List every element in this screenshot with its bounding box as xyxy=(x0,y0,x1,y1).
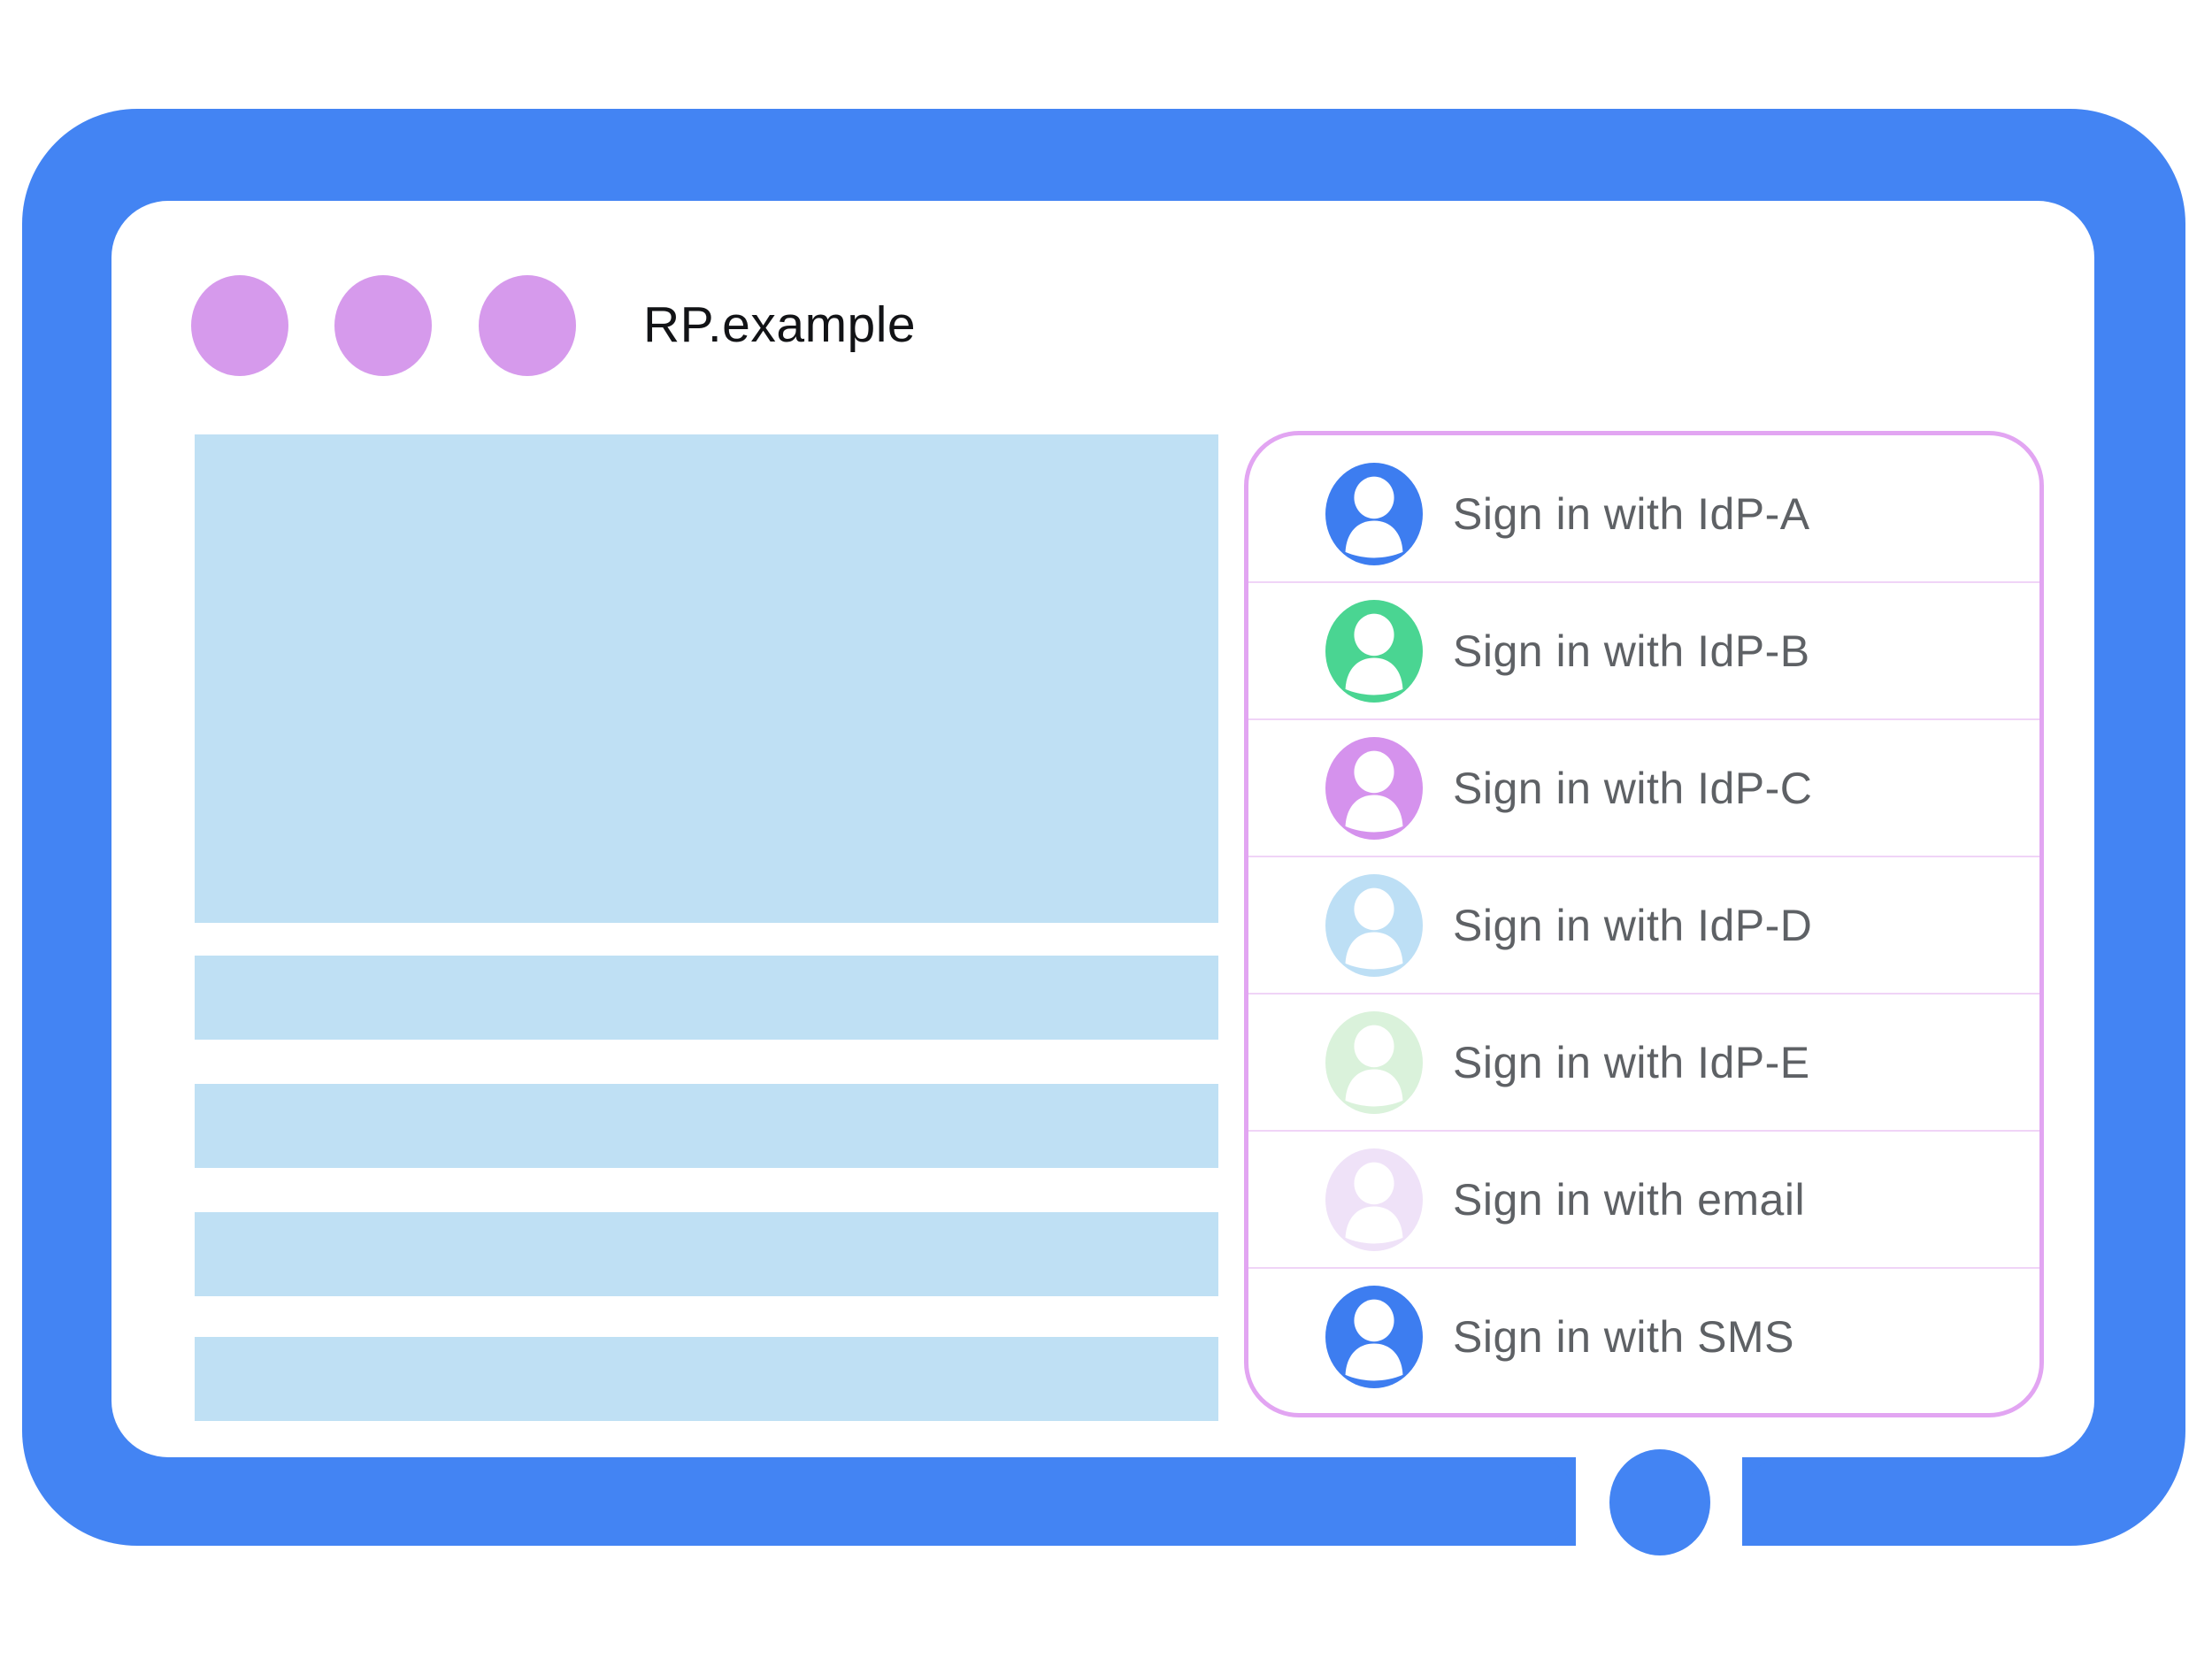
signin-option-email[interactable]: Sign in with email xyxy=(1248,1130,2039,1267)
signin-option-idp-a[interactable]: Sign in with IdP-A xyxy=(1248,446,2039,581)
home-button-dot xyxy=(1609,1449,1710,1555)
signin-option-label: Sign in with email xyxy=(1453,1174,1806,1225)
signin-option-label: Sign in with IdP-B xyxy=(1453,626,1810,676)
person-icon xyxy=(1325,599,1423,703)
person-icon xyxy=(1325,1148,1423,1251)
person-icon xyxy=(1325,1285,1423,1388)
window-control-dot[interactable] xyxy=(479,275,576,376)
content-placeholder-bar xyxy=(195,956,1218,1040)
signin-option-sms[interactable]: Sign in with SMS xyxy=(1248,1267,2039,1404)
signin-option-idp-d[interactable]: Sign in with IdP-D xyxy=(1248,856,2039,993)
content-placeholder-bar xyxy=(195,1084,1218,1168)
person-icon xyxy=(1325,462,1423,565)
signin-option-idp-c[interactable]: Sign in with IdP-C xyxy=(1248,718,2039,856)
signin-option-label: Sign in with IdP-C xyxy=(1453,763,1813,813)
page-title: RP.example xyxy=(643,296,917,353)
person-icon xyxy=(1325,873,1423,977)
signin-option-idp-b[interactable]: Sign in with IdP-B xyxy=(1248,581,2039,718)
person-icon xyxy=(1325,1010,1423,1114)
content-placeholder-bar xyxy=(195,1212,1218,1296)
frame-bottom-bar-left-cap xyxy=(1479,1457,1576,1546)
signin-chooser-panel: Sign in with IdP-A Sign in with IdP-B Si… xyxy=(1244,431,2044,1417)
signin-option-label: Sign in with SMS xyxy=(1453,1311,1794,1362)
signin-option-label: Sign in with IdP-A xyxy=(1453,488,1810,539)
person-icon xyxy=(1325,736,1423,840)
content-placeholder-bar xyxy=(195,1337,1218,1421)
window-control-dot[interactable] xyxy=(334,275,432,376)
signin-option-label: Sign in with IdP-E xyxy=(1453,1037,1810,1087)
frame-bottom-bar-right-cap xyxy=(1742,1457,1839,1546)
window-control-dot[interactable] xyxy=(191,275,288,376)
signin-option-idp-e[interactable]: Sign in with IdP-E xyxy=(1248,993,2039,1130)
content-hero-placeholder xyxy=(195,434,1218,923)
signin-option-label: Sign in with IdP-D xyxy=(1453,900,1813,950)
